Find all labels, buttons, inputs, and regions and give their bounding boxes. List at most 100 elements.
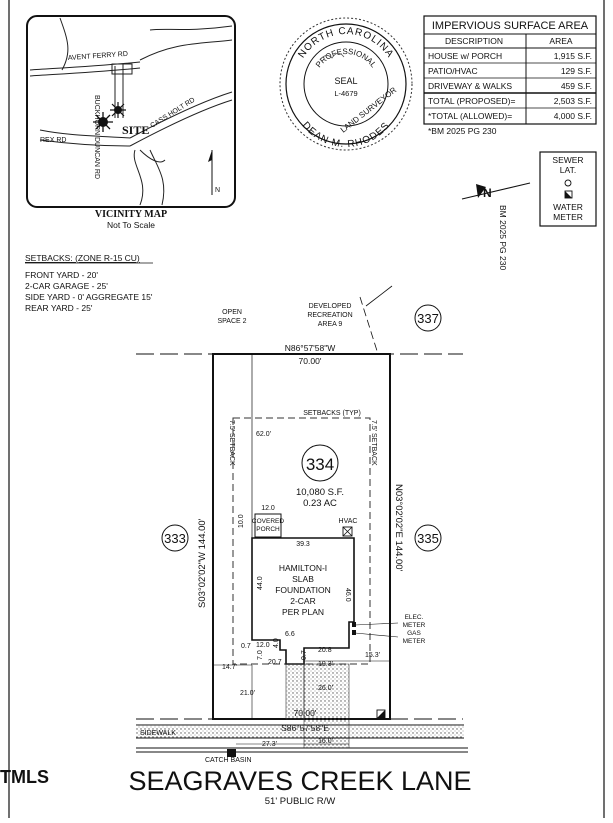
signature-scribble [319, 52, 345, 61]
porch-label: COVERED [252, 518, 284, 525]
table-row-description: TOTAL (PROPOSED)= [428, 96, 515, 106]
dim-15-3: 15.3' [365, 652, 380, 659]
elec-meter-label: METER [403, 622, 426, 629]
site-label: SITE [122, 123, 149, 137]
corner-marker-icon [376, 709, 386, 719]
house-width: 39.3 [296, 541, 310, 548]
setbacks-note: SETBACKS: (ZONE R-15 CU) FRONT YARD - 20… [25, 253, 153, 313]
house-label: 2-CAR [290, 596, 316, 606]
site-plan: OPEN SPACE 2 DEVELOPED RECREATION AREA 9… [128, 285, 472, 807]
setbacks-title: SETBACKS: (ZONE R-15 CU) [25, 253, 140, 263]
table-row-area: 459 S.F. [561, 81, 592, 91]
table-frame [423, 15, 597, 125]
legend-water: WATER [553, 202, 583, 212]
catch-basin-label: CATCH BASIN [205, 757, 252, 764]
seal-outer-ring [279, 17, 413, 151]
vicinity-road [149, 25, 233, 31]
table-row-description: *TOTAL (ALLOWED)= [428, 111, 512, 121]
mls-watermark: TMLS [0, 767, 49, 787]
vicinity-map: AVENT FERRY RD BUCKHORN DUNCAN RD REX RD… [26, 15, 236, 230]
seal-ring [285, 23, 407, 145]
leader-line [365, 285, 393, 307]
setback-item: 2-CAR GARAGE - 25' [25, 281, 108, 291]
sidewalk-label: SIDEWALK [140, 730, 176, 737]
utility-legend: SEWER LAT. WATER METER [539, 151, 597, 227]
table-row-area: 2,503 S.F. [554, 96, 592, 106]
site-star-icon [110, 102, 126, 118]
legend-frame [539, 151, 597, 227]
elec-meter-label: ELEC. [405, 614, 424, 621]
covered-porch [254, 513, 282, 538]
hvac-label: HVAC [339, 518, 358, 525]
seal-word: SEAL [334, 76, 357, 86]
surveyor-seal: NORTH CAROLINA DEAN M. RHODES PROFESSION… [279, 17, 413, 151]
dim-26: 26.0' [318, 685, 333, 692]
gas-meter-label: GAS [407, 630, 421, 637]
dim-14-7: 14.7' [222, 664, 237, 671]
open-space-label: OPEN [222, 309, 242, 316]
catch-basin-icon [227, 749, 236, 757]
sidewalk [136, 725, 464, 738]
rex-road-line [39, 129, 131, 147]
house-label: HAMILTON-I [279, 563, 327, 573]
north-arrow-icon: N [461, 182, 531, 200]
lot-area-sf: 10,080 S.F. [296, 487, 344, 498]
recreation-label: AREA 9 [318, 321, 343, 328]
legend-lat: LAT. [560, 165, 576, 175]
lot-333-label: 333 [164, 531, 186, 546]
vicinity-road [133, 149, 165, 206]
porch-width: 12.0 [261, 505, 275, 512]
dim-0-7b: 0.7 [301, 650, 308, 660]
rear-distance: 70.00' [299, 356, 322, 366]
road-label: BUCKHORN DUNCAN RD [93, 95, 100, 179]
benchmark-note: BM 2025 PG 230 [498, 205, 508, 270]
vicinity-road [59, 17, 69, 71]
dim-12: 12.0 [256, 642, 270, 649]
table-title: IMPERVIOUS SURFACE AREA [432, 20, 589, 32]
house-label: SLAB [292, 574, 314, 584]
dim-16: 16.0' [318, 738, 333, 745]
dim-21: 21.0' [240, 690, 255, 697]
table-header-area: AREA [549, 36, 572, 46]
vicinity-map-frame [26, 15, 236, 208]
right-bearing: N03°02'02"E 144.00' [393, 484, 404, 572]
setback-item: REAR YARD - 25' [25, 303, 93, 313]
table-row-description: PATIO/HVAC [428, 66, 478, 76]
road-label: AVENT FERRY RD [68, 51, 129, 62]
cass-holt-road-line [129, 91, 233, 139]
dim-20-8: 20.8 [318, 647, 332, 654]
lot-334-label: 334 [306, 455, 334, 474]
vicinity-parcel [111, 63, 133, 75]
water-meter-icon [564, 190, 573, 199]
dim-27-3: 27.3' [262, 741, 277, 748]
sewer-cleanout-icon [564, 179, 572, 187]
left-bearing: S03°02'02"W 144.00' [197, 518, 208, 608]
vicinity-road [139, 149, 166, 163]
lot-337-marker [414, 304, 442, 332]
leader-line [354, 632, 399, 638]
vicinity-road [139, 39, 233, 61]
seal-number: L-4679 [334, 89, 357, 98]
vicinity-map-title: VICINITY MAP [95, 209, 167, 220]
dim-7: 7.0 [257, 650, 264, 660]
lot-334-marker [301, 444, 339, 482]
lot-335-marker [414, 524, 442, 552]
dim-0-7: 0.7 [241, 643, 251, 650]
hvac-unit-icon [342, 526, 353, 537]
gas-meter-label: METER [403, 638, 426, 645]
avent-ferry-road-line [29, 61, 141, 71]
porch-label: PORCH [256, 526, 280, 533]
setbacks-typ-label: SETBACKS (TYP) [303, 410, 361, 417]
cass-holt-road-line [129, 99, 233, 147]
dim-44: 44.0 [257, 576, 264, 590]
legend-sewer: SEWER [552, 155, 583, 165]
vicinity-north-label: N [215, 187, 220, 194]
vicinity-map-subtitle: Not To Scale [107, 220, 155, 230]
lot-337-label: 337 [417, 311, 439, 326]
table-row-area: 129 S.F. [561, 66, 592, 76]
road-label: REX RD [40, 137, 66, 144]
lot-333-marker [161, 524, 189, 552]
table-row-area: 1,915 S.F. [554, 51, 592, 61]
dim-62: 62.0' [256, 431, 271, 438]
